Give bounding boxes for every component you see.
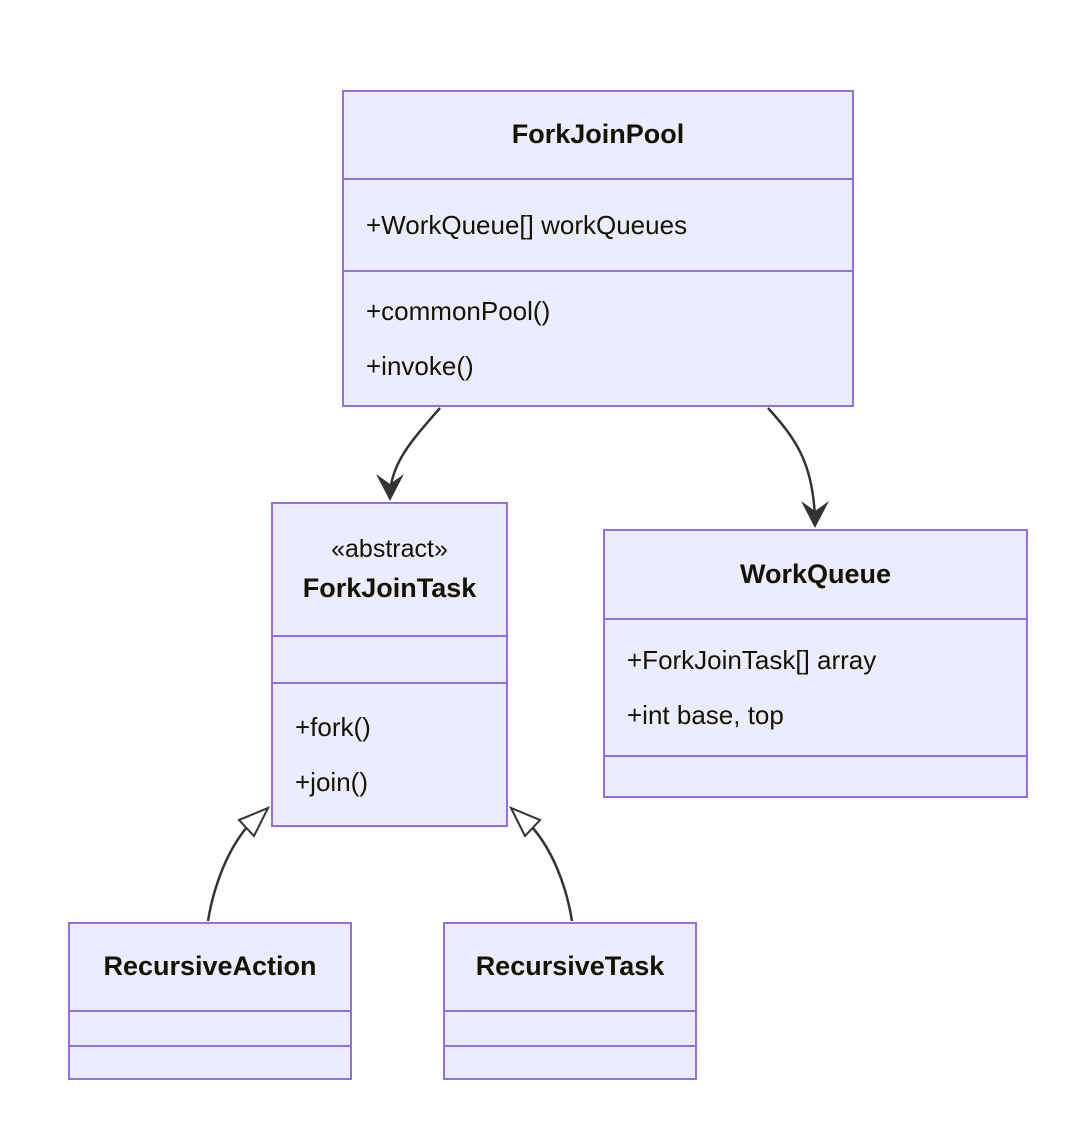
class-methods: +fork() +join(): [273, 682, 506, 825]
class-methods: +commonPool() +invoke(): [344, 270, 852, 405]
class-methods: [70, 1045, 350, 1078]
arrowhead-hollow-triangle-icon: [237, 806, 271, 838]
class-attributes: +ForkJoinTask[] array +int base, top: [605, 618, 1026, 755]
class-name: RecursiveTask: [475, 951, 665, 982]
arrowhead-hollow-triangle-icon: [508, 806, 542, 838]
attribute: +ForkJoinTask[] array: [627, 644, 877, 675]
class-name: WorkQueue: [739, 558, 892, 589]
inheritance-edge-recursivetask-forkjointask: [531, 826, 574, 922]
class-name: ForkJoinTask: [302, 572, 477, 603]
method: +join(): [295, 766, 368, 797]
class-title: WorkQueue: [605, 531, 1026, 618]
class-stereotype: «abstract»: [331, 535, 448, 564]
association-edge-forkjoinpool-workqueue: [767, 407, 817, 520]
class-attributes: +WorkQueue[] workQueues: [344, 178, 852, 270]
class-box-workqueue: WorkQueue +ForkJoinTask[] array +int bas…: [603, 529, 1028, 798]
inheritance-edge-recursiveaction-forkjointask: [206, 826, 248, 922]
class-box-recursiveaction: RecursiveAction: [68, 922, 352, 1080]
class-title: «abstract» ForkJoinTask: [273, 504, 506, 635]
method: +invoke(): [366, 350, 474, 381]
arrowhead-vee-icon: [376, 474, 404, 501]
class-title: RecursiveTask: [445, 924, 695, 1010]
class-box-recursivetask: RecursiveTask: [443, 922, 697, 1080]
attribute: +int base, top: [627, 699, 784, 730]
class-methods: [605, 755, 1026, 796]
class-title: ForkJoinPool: [344, 92, 852, 178]
arrowhead-vee-icon: [801, 501, 829, 528]
method: +commonPool(): [366, 295, 551, 326]
class-name: ForkJoinPool: [511, 119, 685, 150]
class-attributes: [70, 1010, 350, 1045]
class-attributes: [273, 635, 506, 682]
class-box-forkjointask: «abstract» ForkJoinTask +fork() +join(): [271, 502, 508, 827]
method: +fork(): [295, 711, 371, 742]
class-attributes: [445, 1010, 695, 1045]
class-title: RecursiveAction: [70, 924, 350, 1010]
class-name: RecursiveAction: [103, 951, 317, 982]
association-edge-forkjoinpool-forkjointask: [388, 407, 441, 493]
attribute: +WorkQueue[] workQueues: [366, 209, 688, 240]
class-methods: [445, 1045, 695, 1078]
class-box-forkjoinpool: ForkJoinPool +WorkQueue[] workQueues +co…: [342, 90, 854, 407]
